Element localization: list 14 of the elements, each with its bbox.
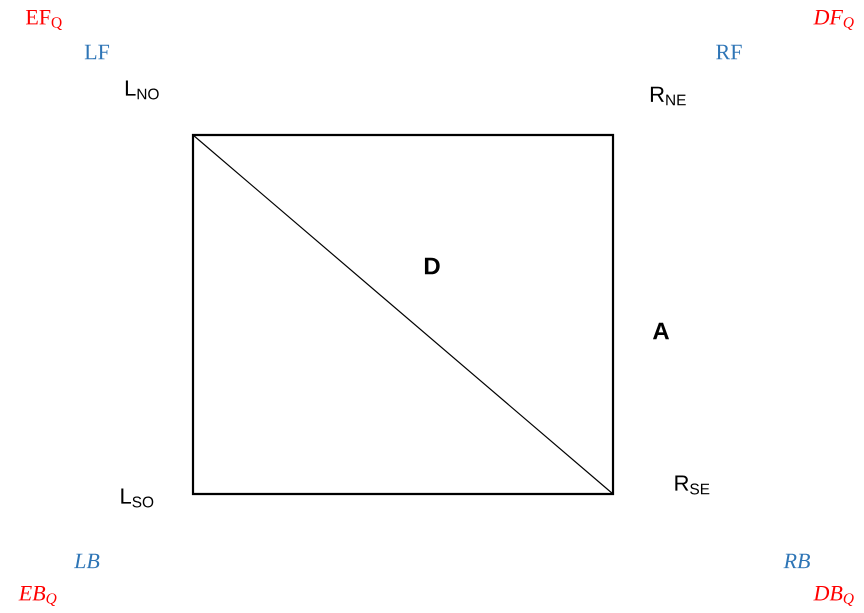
- side-label: D: [424, 258, 440, 274]
- point-label: R$_{SE}$: [675, 476, 710, 494]
- point-label: EB$_{Q}$: [18, 586, 56, 606]
- point-label: DB$_{Q}$: [813, 586, 854, 606]
- side-label: A: [652, 322, 670, 340]
- point-label: DF$_{Q}$: [813, 10, 854, 30]
- point-label: LB: [74, 554, 100, 568]
- point-label: EF$_{Q}$: [26, 10, 62, 30]
- point-label: RB: [783, 554, 810, 568]
- point-label: R$_{NE}$: [650, 86, 686, 106]
- point-label: L$_{NO}$: [126, 80, 159, 100]
- point-label: L$_{SO}$: [121, 488, 154, 508]
- point-label: LF: [84, 44, 110, 60]
- point-label: RF: [716, 44, 742, 60]
